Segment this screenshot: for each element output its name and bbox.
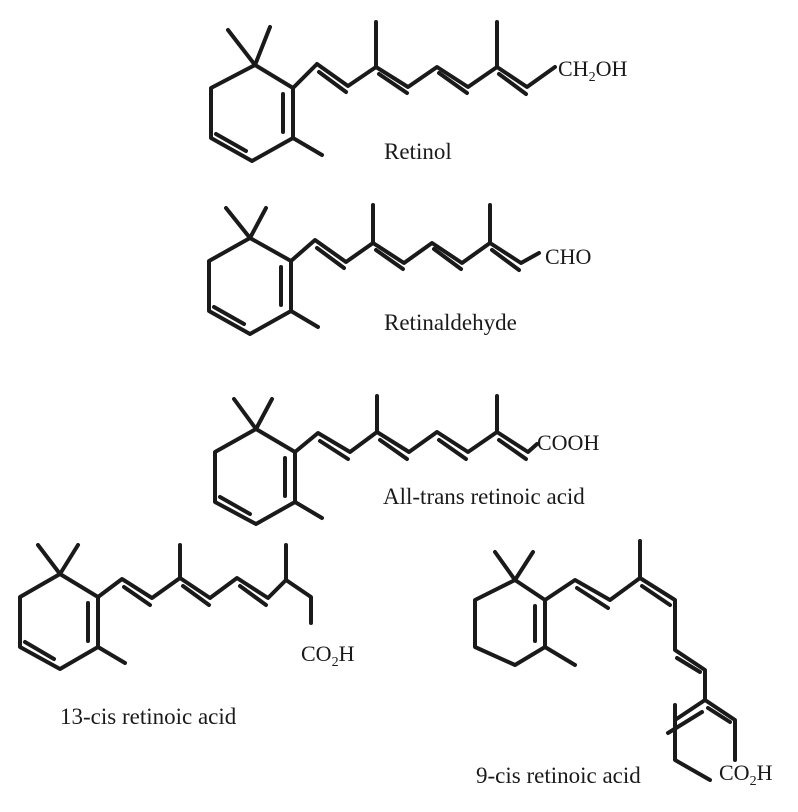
13-cis-bonds [18, 543, 313, 671]
9-cis-bonds [473, 539, 737, 782]
13-cis-name: 13-cis retinoic acid [60, 704, 237, 729]
retinol-group-label: CH2OH [558, 56, 627, 85]
retinol-bonds [209, 20, 557, 163]
all-trans-bonds [213, 394, 539, 526]
13-cis-group-label: CO2H [301, 641, 355, 670]
all-trans-group-label: COOH [537, 430, 599, 455]
9-cis-group-label: CO2H [719, 760, 773, 789]
9-cis-structure: CO2H 9-cis retinoic acid [473, 539, 773, 789]
retinaldehyde-bonds [207, 203, 541, 336]
retinaldehyde-structure: CHO Retinaldehyde [207, 203, 591, 336]
9-cis-name: 9-cis retinoic acid [476, 763, 641, 788]
all-trans-name: All-trans retinoic acid [383, 484, 585, 509]
retinol-name: Retinol [384, 139, 452, 164]
13-cis-structure: CO2H 13-cis retinoic acid [18, 543, 355, 729]
retinaldehyde-name: Retinaldehyde [384, 310, 517, 335]
retinaldehyde-group-label: CHO [545, 244, 591, 269]
all-trans-structure: COOH All-trans retinoic acid [213, 394, 599, 526]
retinol-structure: CH2OH Retinol [209, 20, 627, 164]
